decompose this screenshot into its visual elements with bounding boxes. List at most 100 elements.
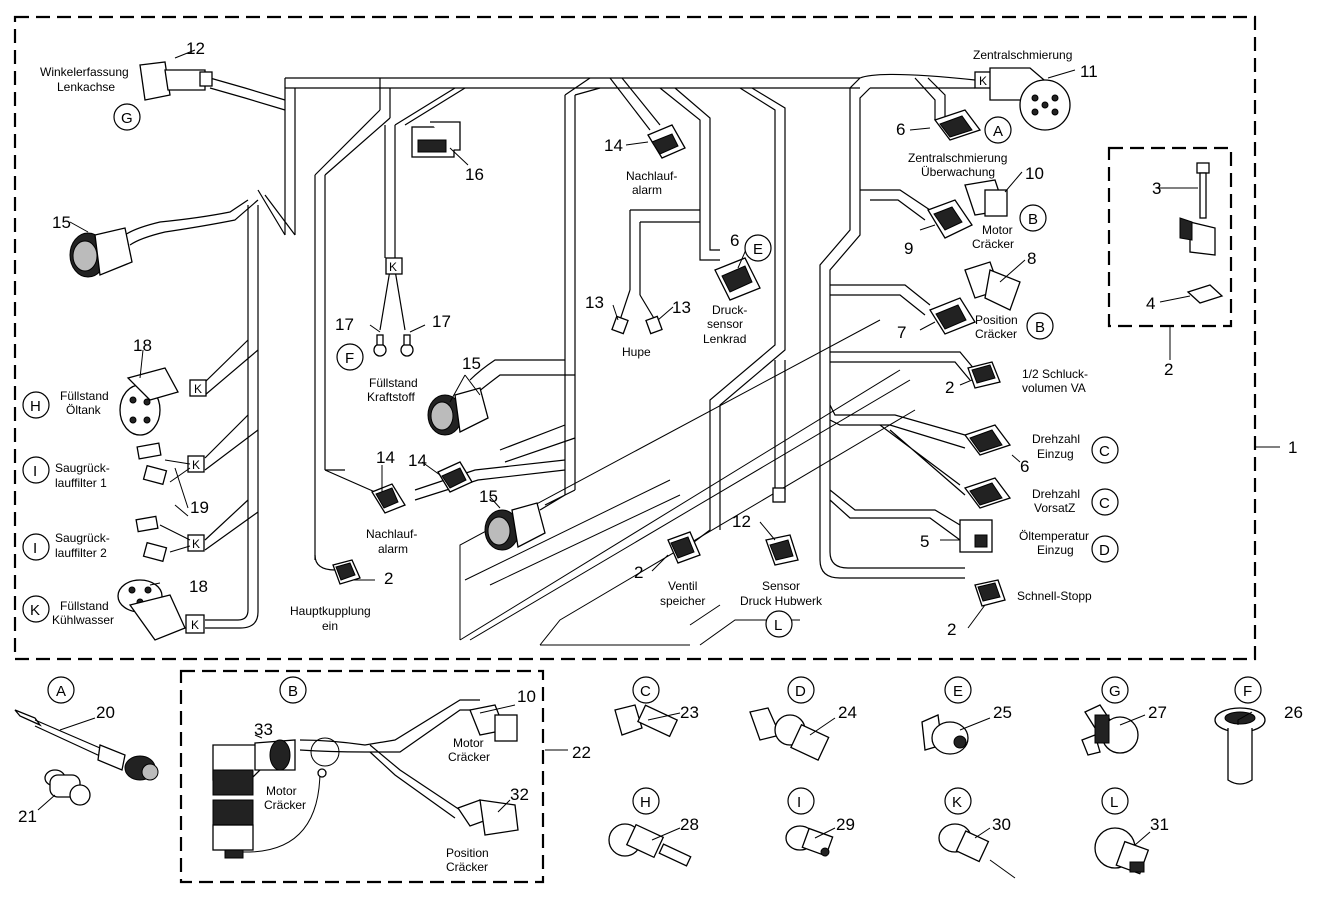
svg-text:C: C bbox=[640, 683, 651, 700]
callout: 29 bbox=[836, 815, 855, 834]
label: Öltemperatur bbox=[1019, 529, 1089, 543]
filter-connectors-19: K K bbox=[135, 442, 205, 563]
svg-text:A: A bbox=[56, 683, 66, 700]
callout: 2 bbox=[947, 620, 956, 639]
callout: 2 bbox=[1164, 360, 1173, 379]
callout: 13 bbox=[672, 298, 691, 317]
label: Motor bbox=[266, 784, 297, 798]
circled-letters bbox=[22, 103, 1262, 815]
callout: 18 bbox=[133, 336, 152, 355]
callout: 12 bbox=[732, 512, 751, 531]
sensor-29 bbox=[785, 825, 834, 857]
callout: 4 bbox=[1146, 294, 1155, 313]
sensor-23 bbox=[614, 704, 679, 738]
svg-text:B: B bbox=[288, 683, 298, 700]
connector-12-hubwerk bbox=[765, 487, 799, 566]
svg-text:L: L bbox=[774, 617, 782, 634]
callout: 19 bbox=[190, 498, 209, 517]
connector-2-ventil bbox=[667, 531, 701, 564]
svg-text:B: B bbox=[1035, 319, 1045, 336]
callout: 21 bbox=[18, 807, 37, 826]
label: Hauptkupplung bbox=[290, 604, 371, 618]
round-connector-15-left bbox=[69, 227, 133, 278]
callout: 12 bbox=[186, 39, 205, 58]
callout: 32 bbox=[510, 785, 529, 804]
callout: 15 bbox=[479, 487, 498, 506]
label: Sensor bbox=[762, 579, 800, 593]
connector-9 bbox=[927, 199, 973, 239]
connector-6-e bbox=[714, 257, 761, 301]
callout: 17 bbox=[335, 315, 354, 334]
svg-text:I: I bbox=[797, 794, 801, 811]
sensor-31 bbox=[1094, 827, 1150, 875]
sensor-28 bbox=[608, 823, 692, 867]
callout: 18 bbox=[189, 577, 208, 596]
svg-text:F: F bbox=[1243, 683, 1252, 700]
label: ein bbox=[322, 619, 338, 633]
svg-text:L: L bbox=[1110, 794, 1118, 811]
leader-lines bbox=[69, 49, 1280, 629]
svg-text:C: C bbox=[1099, 495, 1110, 512]
kit-22-harness bbox=[212, 699, 519, 859]
svg-text:K: K bbox=[191, 618, 199, 632]
callout: 6 bbox=[896, 120, 905, 139]
callout: 22 bbox=[572, 743, 591, 762]
label: Cräcker bbox=[264, 798, 306, 812]
label: Hupe bbox=[622, 345, 651, 359]
label: Kraftstoff bbox=[367, 390, 415, 404]
round-connector-15-a bbox=[427, 387, 489, 436]
label: lauffilter 2 bbox=[55, 546, 107, 560]
callout: 2 bbox=[384, 569, 393, 588]
label: Druck- bbox=[712, 303, 747, 317]
label: Einzug bbox=[1037, 543, 1074, 557]
svg-text:I: I bbox=[33, 463, 37, 480]
svg-text:K: K bbox=[192, 537, 200, 551]
horn-terminals-13 bbox=[611, 315, 663, 335]
sensor-18-kuehlwasser: K bbox=[117, 579, 205, 641]
label: Füllstand bbox=[60, 599, 109, 613]
connector-2-hauptkupplung bbox=[332, 559, 361, 585]
callout: 14 bbox=[408, 451, 427, 470]
label: Kühlwasser bbox=[52, 613, 114, 627]
connector-2-schluckvolumen bbox=[967, 361, 1001, 389]
callout: 11 bbox=[1080, 62, 1098, 81]
svg-text:D: D bbox=[1099, 542, 1110, 559]
label: Überwachung bbox=[921, 165, 995, 179]
label: lauffilter 1 bbox=[55, 476, 107, 490]
label: Saugrück- bbox=[55, 461, 110, 475]
callout: 2 bbox=[945, 378, 954, 397]
label: Cräcker bbox=[448, 750, 490, 764]
kit-22-frame bbox=[179, 669, 545, 884]
connector-6-a bbox=[933, 109, 982, 141]
connector-7 bbox=[929, 297, 976, 335]
label: volumen VA bbox=[1022, 381, 1086, 395]
connector-10-top bbox=[964, 179, 1008, 217]
svg-text:G: G bbox=[121, 110, 133, 127]
callout: 16 bbox=[465, 165, 484, 184]
label: Füllstand bbox=[60, 389, 109, 403]
callout: 28 bbox=[680, 815, 699, 834]
label: Zentralschmierung bbox=[908, 151, 1007, 165]
callout: 27 bbox=[1148, 703, 1167, 722]
svg-text:H: H bbox=[30, 398, 41, 415]
svg-text:K: K bbox=[192, 458, 200, 472]
label: 1/2 Schluck- bbox=[1022, 367, 1088, 381]
label: Position bbox=[975, 313, 1018, 327]
svg-text:H: H bbox=[640, 794, 651, 811]
callout: 23 bbox=[680, 703, 699, 722]
round-connector-15-b bbox=[484, 502, 546, 551]
callout: 7 bbox=[897, 323, 906, 342]
label: Cräcker bbox=[446, 860, 488, 874]
callout: 33 bbox=[254, 720, 273, 739]
label: Füllstand bbox=[369, 376, 418, 390]
svg-text:D: D bbox=[795, 683, 806, 700]
label: Winkelerfassung bbox=[40, 65, 129, 79]
connector-27 bbox=[1081, 704, 1139, 756]
svg-text:E: E bbox=[953, 683, 963, 700]
callout: 20 bbox=[96, 703, 115, 722]
cable-20 bbox=[14, 709, 159, 781]
label: Lenkrad bbox=[703, 332, 746, 346]
callout: 15 bbox=[52, 213, 71, 232]
callout-numbers: 1 2 2 2 2 2 3 4 5 6 6 6 7 8 9 10 10 11 1… bbox=[18, 39, 1303, 834]
